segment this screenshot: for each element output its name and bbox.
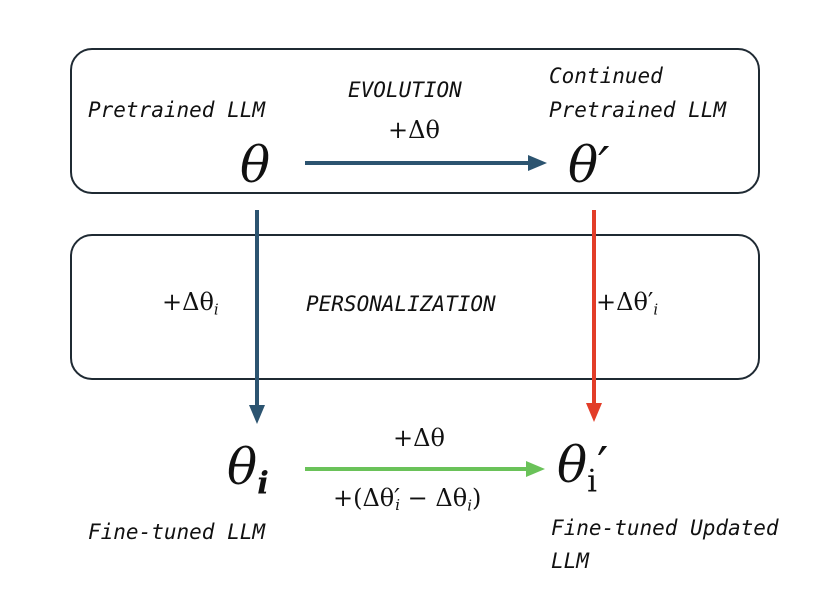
formula-subscript-1: i [395,496,401,515]
delta-theta-prime-text: +Δθ′ [596,288,654,316]
formula-suffix: ) [471,484,482,512]
personalized-evolution-arrow-head [526,461,545,477]
theta-i-prime-base: θ [557,436,588,494]
formula-prime-group: ′i [394,484,401,515]
theta-i-prime-symbol: θi′ [557,440,608,497]
evolution-arrow-head [528,155,547,171]
theta-down-arrow-head [249,405,265,424]
theta-symbol: θ [240,136,271,194]
theta-prime-down-arrow-head [586,403,602,422]
personalization-delta-left: +Δθi [162,290,219,317]
formula-prefix: +(Δθ [333,484,395,512]
continued-pretrained-label-line2: Pretrained LLM [549,98,727,122]
personalization-box [70,234,760,380]
personalization-title: PERSONALIZATION [306,292,496,316]
theta-i-prime-mark: ′ [597,436,609,494]
fine-tuned-updated-label-line1: Fine-tuned Updated [551,516,779,540]
fine-tuned-llm-label: Fine-tuned LLM [88,520,266,544]
personalized-arrow-top-label: +Δθ [393,424,445,452]
theta-i-prime-subscript: i [587,463,598,500]
formula-subscript-2: i [467,496,472,515]
pretrained-llm-label: Pretrained LLM [88,98,266,122]
delta-theta-text: +Δθ [162,288,214,316]
delta-theta-prime-subscript: i [653,300,659,319]
evolution-delta-label: +Δθ [388,116,440,144]
evolution-box [70,48,760,194]
evolution-title: EVOLUTION [348,78,462,102]
theta-prime-symbol: θ′ [568,136,610,194]
fine-tuned-updated-label-line2: LLM [551,549,589,573]
personalized-arrow-bottom-label: +(Δθ′i − Δθi) [333,486,481,513]
formula-prime: ′ [394,484,400,512]
personalization-delta-right: +Δθ′i [596,290,658,317]
theta-i-base: θ [227,438,258,496]
theta-i-symbol: θi [227,442,269,499]
continued-pretrained-label-line1: Continued [549,64,663,88]
delta-theta-subscript: i [213,300,219,319]
theta-i-subscript: i [257,465,269,502]
formula-middle: − Δθ [400,484,468,512]
